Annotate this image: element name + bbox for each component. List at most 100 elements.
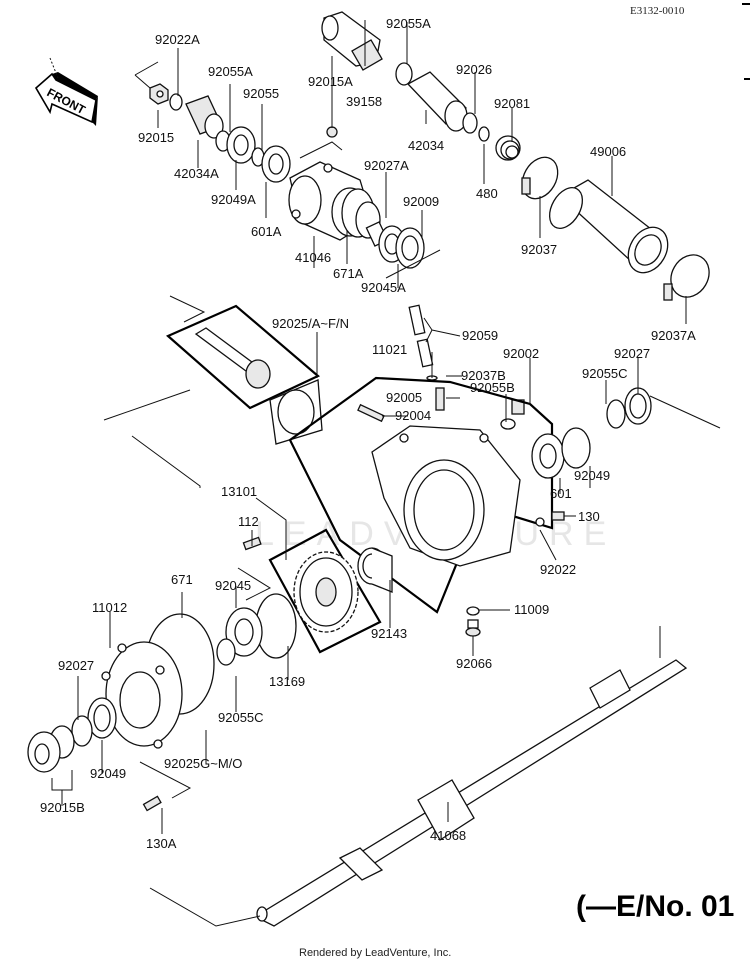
label-92037B[interactable]: 92037B — [461, 368, 506, 383]
part-clamp-92037 — [521, 156, 559, 200]
label-671[interactable]: 671 — [171, 572, 193, 587]
part-bolt-130A — [142, 795, 162, 812]
label-92055C-left[interactable]: 92055C — [218, 710, 264, 725]
label-92004[interactable]: 92004 — [395, 408, 431, 423]
label-49006[interactable]: 49006 — [590, 144, 626, 159]
part-oring-92055A-top — [395, 62, 413, 86]
label-41068[interactable]: 41068 — [430, 828, 466, 843]
part-collar-92143 — [357, 547, 393, 593]
label-92049-left[interactable]: 92049 — [90, 766, 126, 781]
label-92037[interactable]: 92037 — [521, 242, 557, 257]
part-seal-92049-left — [87, 697, 117, 739]
edge-mark — [744, 78, 750, 80]
label-42034[interactable]: 42034 — [408, 138, 444, 153]
part-clamp-92037A — [663, 254, 710, 301]
part-shaft-41068 — [256, 659, 688, 927]
label-41046[interactable]: 41046 — [295, 250, 331, 265]
edge-mark — [742, 3, 750, 5]
part-case-11021 — [371, 425, 521, 567]
part-ring-92027-left — [71, 715, 93, 747]
label-13169[interactable]: 13169 — [269, 674, 305, 689]
label-11021[interactable]: 11021 — [372, 342, 407, 357]
part-boot-49006 — [548, 179, 669, 274]
part-breather-92005 — [435, 387, 445, 411]
label-11009[interactable]: 11009 — [514, 602, 549, 617]
label-92025G-MO[interactable]: 92025G~M/O — [164, 756, 242, 771]
assembly-box-gear — [268, 528, 382, 654]
label-92027A[interactable]: 92027A — [364, 158, 409, 173]
label-92059[interactable]: 92059 — [462, 328, 498, 343]
label-92002[interactable]: 92002 — [503, 346, 539, 361]
label-480[interactable]: 480 — [476, 186, 498, 201]
label-92025-A-FN[interactable]: 92025/A~F/N — [272, 316, 349, 331]
part-seal-92009 — [395, 227, 425, 269]
label-92015A[interactable]: 92015A — [308, 74, 353, 89]
part-gasket-92025 — [269, 379, 323, 445]
part-spring-92081 — [495, 135, 521, 161]
part-cover-11012 — [101, 641, 183, 749]
label-92009[interactable]: 92009 — [403, 194, 439, 209]
part-plug-92066 — [465, 619, 481, 637]
part-bolt-130 — [551, 511, 565, 521]
part-ring-92027-right — [624, 387, 652, 425]
part-nut-92015 — [149, 83, 169, 105]
label-39158[interactable]: 39158 — [346, 94, 382, 109]
assembly-box-pinion — [165, 304, 321, 410]
front-arrow-icon: FRONT — [34, 57, 98, 126]
label-92045A[interactable]: 92045A — [361, 280, 406, 295]
footer-credit: Rendered by LeadVenture, Inc. — [299, 947, 451, 959]
part-nut-92015A — [326, 126, 338, 138]
label-92055A-top[interactable]: 92055A — [386, 16, 431, 31]
label-92055[interactable]: 92055 — [243, 86, 279, 101]
label-601A[interactable]: 601A — [251, 224, 282, 239]
label-92015[interactable]: 92015 — [138, 130, 174, 145]
label-42034A[interactable]: 42034A — [174, 166, 219, 181]
label-92027-right[interactable]: 92027 — [614, 346, 650, 361]
part-clip-480 — [478, 126, 490, 142]
label-11012[interactable]: 11012 — [92, 600, 127, 615]
label-92045[interactable]: 92045 — [215, 578, 251, 593]
part-gear-13101 — [293, 551, 359, 633]
label-92055A-left[interactable]: 92055A — [208, 64, 253, 79]
part-bearing-601 — [531, 433, 565, 479]
label-13101[interactable]: 13101 — [221, 484, 257, 499]
label-92037A[interactable]: 92037A — [651, 328, 696, 343]
label-92049-right[interactable]: 92049 — [574, 468, 610, 483]
label-92055B[interactable]: 92055B — [470, 380, 515, 395]
part-washer-11009 — [466, 606, 480, 616]
label-92015B[interactable]: 92015B — [40, 800, 85, 815]
label-130[interactable]: 130 — [578, 509, 600, 524]
part-oring-92055C-left — [216, 638, 236, 666]
part-bearing-601A — [261, 145, 291, 183]
part-bearing-92045 — [225, 607, 263, 657]
label-92049A[interactable]: 92049A — [211, 192, 256, 207]
part-ring-92026 — [462, 112, 478, 134]
label-92081[interactable]: 92081 — [494, 96, 530, 111]
label-92005[interactable]: 92005 — [386, 390, 422, 405]
part-washer-92022A — [169, 93, 183, 111]
part-seal-92049A — [226, 126, 256, 164]
part-oring-92055C-right — [606, 399, 626, 429]
part-gasket-92055B — [500, 418, 516, 430]
part-seal-92049-right — [561, 427, 591, 469]
label-92027-left[interactable]: 92027 — [58, 658, 94, 673]
part-pins-92059 — [408, 304, 434, 368]
label-671A[interactable]: 671A — [333, 266, 364, 281]
reference-code: E3132-0010 — [630, 5, 685, 17]
part-washer-92022 — [535, 517, 545, 527]
part-ujoint-39158 — [321, 11, 383, 71]
label-130A[interactable]: 130A — [146, 836, 177, 851]
leader-lines — [51, 20, 721, 927]
label-92055C-right[interactable]: 92055C — [582, 366, 628, 381]
part-nuts-92015B — [27, 725, 75, 773]
label-112[interactable]: 112 — [238, 514, 259, 529]
label-92022A[interactable]: 92022A — [155, 32, 200, 47]
label-92026[interactable]: 92026 — [456, 62, 492, 77]
part-sleeve-42034A — [185, 95, 224, 139]
label-92143[interactable]: 92143 — [371, 626, 407, 641]
part-stud-92004 — [357, 403, 385, 423]
label-601[interactable]: 601 — [550, 486, 572, 501]
label-92066[interactable]: 92066 — [456, 656, 492, 671]
label-92022[interactable]: 92022 — [540, 562, 576, 577]
